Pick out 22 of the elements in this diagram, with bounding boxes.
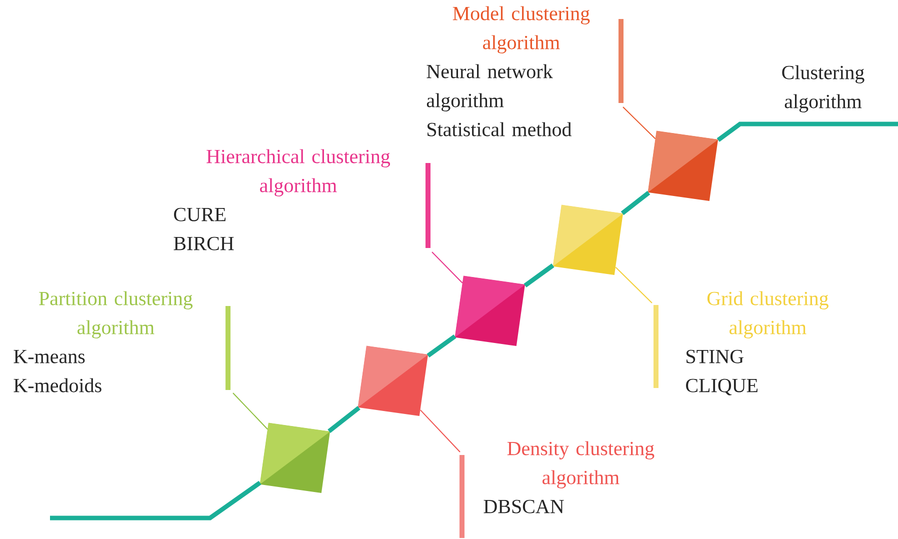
track-line — [426, 334, 456, 358]
leader-line — [232, 392, 268, 430]
track-line — [620, 190, 650, 216]
category-text: Density clustering algorithm DBSCAN — [484, 441, 654, 514]
category-text: Hierarchical clustering algorithm CURE BIRCH — [174, 149, 390, 250]
leader-line — [615, 266, 652, 304]
track-line — [50, 480, 262, 520]
square-tile — [260, 422, 330, 494]
square-tile — [454, 276, 526, 346]
category-text: Grid clustering algorithm STING CLIQUE — [686, 291, 828, 396]
square-tile — [648, 130, 718, 201]
square-tile — [358, 346, 428, 416]
track-line — [524, 264, 554, 288]
track-line — [328, 406, 360, 434]
category-text: Partition clustering algorithm K-means K-medoids — [14, 291, 193, 392]
leader-line — [420, 410, 460, 452]
leader-line — [432, 252, 463, 284]
category-text: Model clustering algorithm Neural network algorithm Statistical method — [426, 6, 590, 136]
track-line — [716, 122, 898, 142]
end-label: Clustering algorithm — [782, 65, 864, 112]
leader-line — [622, 106, 656, 140]
square-tile — [552, 204, 624, 275]
